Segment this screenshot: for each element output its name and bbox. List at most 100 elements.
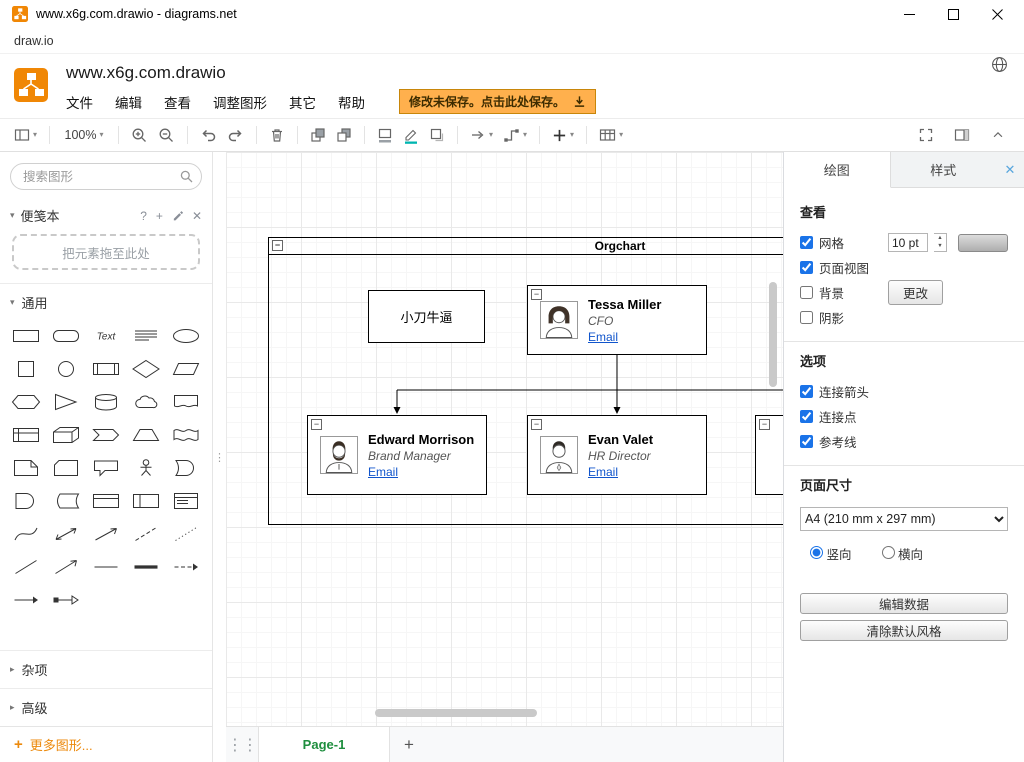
grid-checkbox[interactable] <box>800 236 813 249</box>
shape-parallelogram-icon[interactable] <box>166 358 206 380</box>
close-button[interactable] <box>990 7 1004 21</box>
landscape-radio[interactable] <box>881 546 895 559</box>
shape-rounded-rectangle-icon[interactable] <box>46 325 86 347</box>
zoom-out-button[interactable] <box>154 123 179 147</box>
shape-edge-icon[interactable] <box>6 589 46 611</box>
fullscreen-button[interactable] <box>914 123 938 147</box>
guides-checkbox[interactable] <box>800 435 813 448</box>
page-view-checkbox[interactable] <box>800 261 813 274</box>
edit-data-button[interactable]: 编辑数据 <box>800 593 1008 614</box>
fill-color-button[interactable] <box>373 123 397 147</box>
shape-diamond-icon[interactable] <box>126 358 166 380</box>
orgchart-node[interactable]: 小刀牛逼 <box>368 290 485 343</box>
diagram-canvas[interactable]: − Orgchart 小刀牛逼 − Tessa Miller CFO <box>226 152 783 726</box>
shadow-checkbox-label[interactable]: 阴影 <box>800 308 844 327</box>
close-panel-icon[interactable]: ✕ <box>1004 161 1016 177</box>
insert-button[interactable]: ▾ <box>548 123 578 147</box>
menu-extras[interactable]: 其它 <box>289 95 316 111</box>
orgchart-node[interactable]: − Edward Morrison Brand Manager Email <box>307 415 487 495</box>
menu-help[interactable]: 帮助 <box>338 95 365 111</box>
section-advanced[interactable]: ▸ 高级 <box>0 688 212 726</box>
orgchart-container-titlebar[interactable]: − Orgchart <box>269 238 783 255</box>
orgchart-node-partial[interactable]: − <box>755 415 783 495</box>
shape-container-icon[interactable] <box>86 490 126 512</box>
tab-diagram[interactable]: 绘图 <box>784 152 891 188</box>
shape-textbox-icon[interactable] <box>126 325 166 347</box>
format-panel-toggle-button[interactable] <box>950 123 974 147</box>
section-general[interactable]: ▾ 通用 <box>0 283 212 321</box>
shape-data-storage-icon[interactable] <box>46 490 86 512</box>
help-icon[interactable]: ? <box>140 208 147 223</box>
orgchart-node[interactable]: − Tessa Miller CFO Email <box>527 285 707 355</box>
shape-hexagon-icon[interactable] <box>6 391 46 413</box>
shape-internal-storage-icon[interactable] <box>6 424 46 446</box>
shape-and-icon[interactable] <box>6 490 46 512</box>
background-checkbox-label[interactable]: 背景 <box>800 283 882 302</box>
shape-step-icon[interactable] <box>86 424 126 446</box>
connection-arrows-label[interactable]: 连接箭头 <box>800 382 869 401</box>
more-shapes-button[interactable]: + 更多图形... <box>0 726 212 762</box>
email-link[interactable]: Email <box>588 329 619 344</box>
line-color-button[interactable] <box>399 123 423 147</box>
pages-handle-icon[interactable]: ⋮⋮ <box>227 736 258 754</box>
scratchpad-dropzone[interactable]: 把元素拖至此处 <box>12 234 200 270</box>
search-shapes-input[interactable] <box>10 163 202 190</box>
shape-line-icon[interactable] <box>86 556 126 578</box>
shadow-checkbox[interactable] <box>800 311 813 324</box>
language-globe-icon[interactable] <box>991 56 1008 73</box>
shape-cube-icon[interactable] <box>46 424 86 446</box>
portrait-radio[interactable] <box>810 546 823 559</box>
shape-or-icon[interactable] <box>166 457 206 479</box>
stepper-up-icon[interactable]: ▲ <box>937 234 943 241</box>
shape-vertical-container-icon[interactable] <box>126 490 166 512</box>
menu-edit[interactable]: 编辑 <box>115 95 142 111</box>
grid-size-input[interactable] <box>888 233 928 252</box>
page-view-checkbox-label[interactable]: 页面视图 <box>800 258 869 277</box>
canvas-vertical-scrollbar[interactable] <box>769 282 777 387</box>
menu-arrange[interactable]: 调整图形 <box>213 95 267 111</box>
shape-diagonal-arrow-icon[interactable] <box>46 556 86 578</box>
document-title[interactable]: www.x6g.com.drawio <box>66 63 226 82</box>
minimize-button[interactable] <box>902 7 916 21</box>
unsaved-changes-banner[interactable]: 修改未保存。点击此处保存。 <box>399 89 597 114</box>
shape-ellipse-icon[interactable] <box>166 325 206 347</box>
landscape-radio-label[interactable]: 横向 <box>881 544 923 563</box>
close-icon[interactable]: ✕ <box>191 208 202 223</box>
table-button[interactable]: ▾ <box>595 123 627 147</box>
page-size-select[interactable]: A4 (210 mm x 297 mm) <box>800 507 1008 531</box>
edit-pencil-icon[interactable] <box>172 210 183 221</box>
shape-trapezoid-icon[interactable] <box>126 424 166 446</box>
shape-curve-icon[interactable] <box>6 523 46 545</box>
shape-circle-icon[interactable] <box>46 358 86 380</box>
shape-triangle-icon[interactable] <box>46 391 86 413</box>
shape-cylinder-icon[interactable] <box>86 391 126 413</box>
guides-label[interactable]: 参考线 <box>800 432 857 451</box>
sidebar-resizer-handle[interactable]: ⋮ <box>213 152 226 762</box>
search-icon[interactable] <box>180 170 193 183</box>
maximize-button[interactable] <box>946 7 960 21</box>
connection-arrows-checkbox[interactable] <box>800 385 813 398</box>
canvas-horizontal-scrollbar[interactable] <box>375 709 537 717</box>
shape-actor-icon[interactable] <box>126 457 166 479</box>
zoom-select[interactable]: 100%▾ <box>64 128 104 142</box>
waypoint-style-button[interactable]: ▾ <box>499 123 531 147</box>
to-front-button[interactable] <box>306 123 330 147</box>
shape-link-icon[interactable] <box>126 556 166 578</box>
add-icon[interactable]: + <box>155 208 163 223</box>
connection-points-label[interactable]: 连接点 <box>800 407 857 426</box>
shape-cloud-icon[interactable] <box>126 391 166 413</box>
menu-file[interactable]: 文件 <box>66 95 93 111</box>
portrait-radio-label[interactable]: 竖向 <box>810 544 852 563</box>
shape-arrow-icon[interactable] <box>86 523 126 545</box>
clear-default-style-button[interactable]: 清除默认风格 <box>800 620 1008 641</box>
stepper-down-icon[interactable]: ▼ <box>937 243 943 249</box>
scratchpad-header[interactable]: ▾ 便笺本 ? + ✕ <box>0 198 212 231</box>
shadow-button[interactable] <box>425 123 449 147</box>
shape-rectangle-icon[interactable] <box>6 325 46 347</box>
add-page-button[interactable]: + <box>404 734 414 754</box>
collapse-icon[interactable]: − <box>759 419 770 430</box>
shape-process-icon[interactable] <box>86 358 126 380</box>
shape-diagonal-line-icon[interactable] <box>6 556 46 578</box>
shape-arrow-edge-icon[interactable] <box>46 589 86 611</box>
shape-tape-icon[interactable] <box>166 424 206 446</box>
